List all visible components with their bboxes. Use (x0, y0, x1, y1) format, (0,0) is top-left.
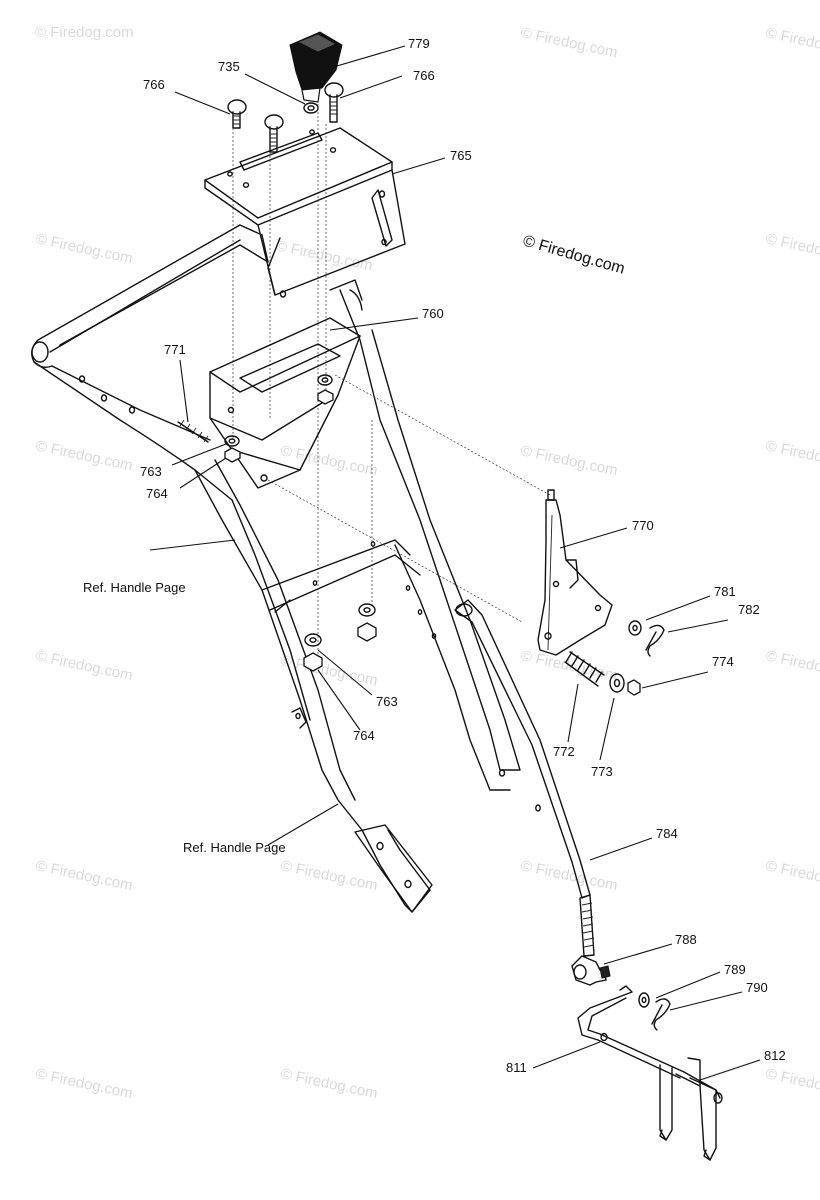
washer-789 (638, 992, 650, 1008)
watermark: © Firedog.com (519, 24, 619, 61)
nut-774 (627, 679, 641, 696)
nut-764-upper (224, 447, 241, 463)
watermark: © Firedog.com (274, 237, 374, 274)
washer-near-bracket (317, 374, 334, 405)
callout-766: 766 (413, 68, 435, 83)
watermark: © Firedog.com (764, 230, 820, 267)
watermark: © Firedog.com (34, 437, 134, 474)
callout-labels: 779 735 766 766 765 760 771 763 764 770 … (140, 36, 786, 1075)
callout-781: 781 (714, 584, 736, 599)
callout-773: 773 (591, 764, 613, 779)
leader-lines (149, 45, 761, 1081)
upper-handle (31, 224, 363, 501)
bracket-812 (659, 1057, 723, 1161)
watermark: © Firedog.com (764, 647, 820, 684)
lower-handle (194, 289, 521, 913)
callout-789: 789 (724, 962, 746, 977)
spring-772 (564, 651, 605, 687)
callout-760: 760 (422, 306, 444, 321)
assembly-lines (232, 100, 551, 660)
watermark: © Firedog.com (279, 857, 379, 894)
callout-811: 811 (506, 1060, 527, 1075)
bolt-766-mid (264, 114, 284, 153)
callout-782: 782 (738, 602, 760, 617)
watermark: © Firedog.com (34, 1065, 134, 1102)
watermark: © Firedog.com (519, 857, 619, 894)
nut-764-lower (303, 652, 323, 672)
spring-771 (177, 419, 209, 443)
bracket-760 (209, 317, 361, 489)
watermark-layer: © Firedog.com © Firedog.com © Firedog.co… (34, 24, 820, 1102)
watermark: © Firedog.com (519, 442, 619, 479)
callout-763: 763 (376, 694, 398, 709)
control-panel-765 (204, 127, 406, 298)
callout-766: 766 (143, 77, 165, 92)
washer-763-lower (304, 633, 322, 647)
callout-790: 790 (746, 980, 768, 995)
callout-812: 812 (764, 1048, 786, 1063)
callout-764: 764 (353, 728, 375, 743)
watermark: © Firedog.com (764, 24, 820, 61)
callout-771: 771 (164, 342, 186, 357)
nut-735 (303, 102, 319, 114)
watermark: © Firedog.com (764, 857, 820, 894)
washer-781 (628, 620, 642, 636)
knob-779 (289, 31, 343, 103)
watermark: © Firedog.com (35, 24, 134, 41)
ref-handle-page-lower: Ref. Handle Page (183, 840, 286, 855)
ferrule-788 (571, 955, 611, 986)
callout-788: 788 (675, 932, 697, 947)
shaft-811 (577, 985, 685, 1079)
watermark: © Firedog.com (34, 230, 134, 267)
bolt-766-left (227, 99, 247, 129)
ref-handle-page-upper: Ref. Handle Page (83, 580, 186, 595)
watermark: © Firedog.com (34, 647, 134, 684)
rod-784 (454, 599, 595, 957)
lever-770 (537, 489, 613, 656)
callout-784: 784 (656, 826, 678, 841)
callout-774: 774 (712, 654, 734, 669)
washer-lower-right (357, 603, 377, 642)
callout-779: 779 (408, 36, 430, 51)
pin-790 (651, 998, 671, 1031)
callout-765: 765 (450, 148, 472, 163)
copyright-text: © Firedog.com (521, 233, 627, 278)
callout-763: 763 (140, 464, 162, 479)
washer-763-upper (224, 435, 240, 447)
callout-772: 772 (553, 744, 575, 759)
callout-770: 770 (632, 518, 654, 533)
watermark: © Firedog.com (764, 437, 820, 474)
callout-764: 764 (146, 486, 168, 501)
watermark: © Firedog.com (764, 1065, 820, 1102)
watermark: © Firedog.com (279, 442, 379, 479)
watermark: © Firedog.com (34, 857, 134, 894)
bolt-766-right (324, 82, 344, 123)
washer-773 (609, 673, 625, 693)
watermark: © Firedog.com (279, 1065, 379, 1102)
callout-735: 735 (218, 59, 240, 74)
pin-782 (645, 624, 665, 657)
